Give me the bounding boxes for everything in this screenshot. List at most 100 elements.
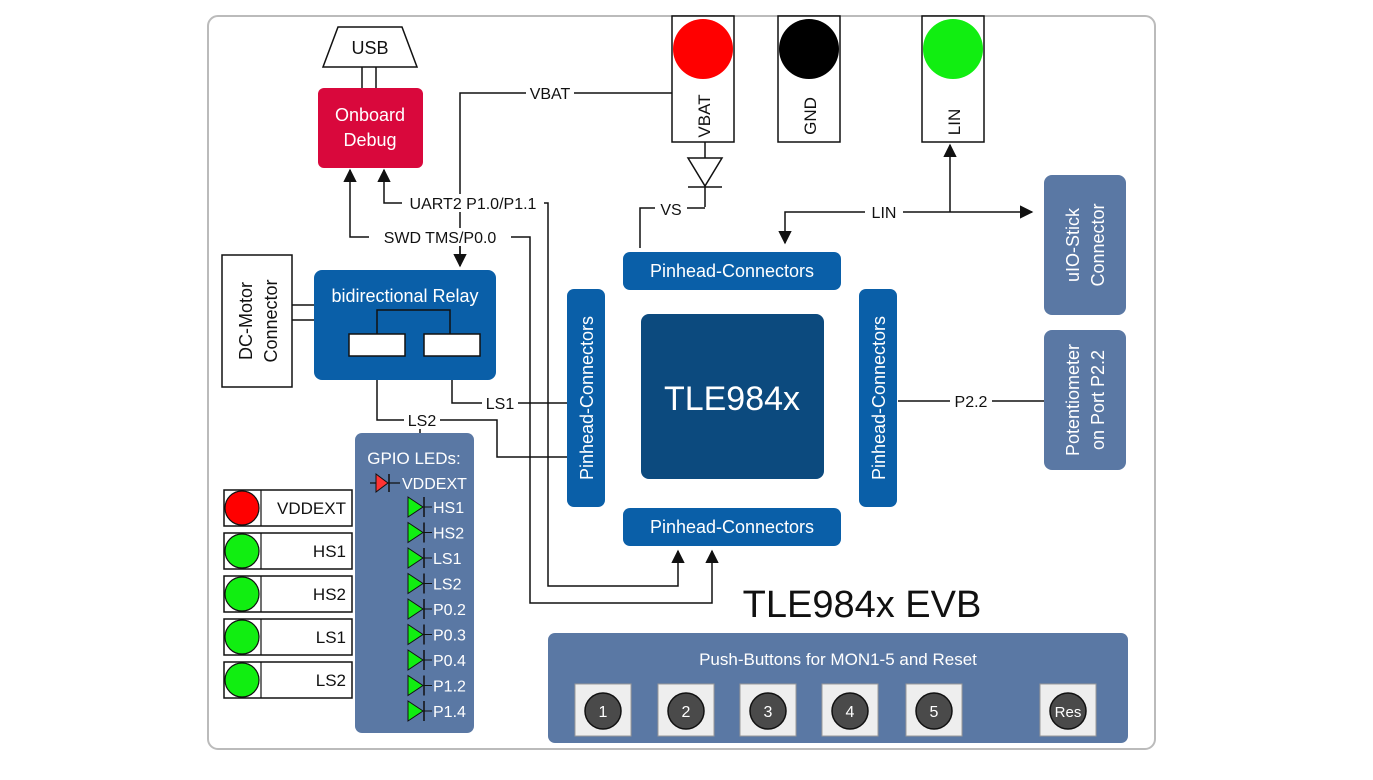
lin-wire-label: LIN	[872, 205, 897, 222]
push-button-label: 1	[599, 704, 608, 721]
gpio-led-label: HS2	[433, 526, 464, 543]
status-led-label: HS1	[313, 542, 346, 561]
push-button[interactable]: 5	[905, 683, 963, 737]
vbat-wire-label: VBAT	[530, 86, 571, 103]
gpio-led-row: HS1	[407, 496, 464, 518]
push-button[interactable]: 2	[657, 683, 715, 737]
lin-terminal: LIN	[921, 15, 985, 143]
gpio-leds-title: GPIO LEDs:	[367, 449, 461, 468]
uio-stick-line2: Connector	[1088, 203, 1108, 286]
gnd-black-dot	[779, 19, 839, 79]
gpio-led-row: LS1	[407, 547, 462, 569]
push-button-cap	[1049, 692, 1087, 730]
svg-text:Pinhead-Connectors: Pinhead-Connectors	[650, 517, 814, 537]
led-indicator-icon	[224, 533, 260, 569]
pinhead-connectors-right: Pinhead-Connectors	[859, 289, 897, 507]
pinhead-connectors-top: Pinhead-Connectors	[623, 252, 841, 290]
push-button[interactable]: 4	[821, 683, 879, 737]
gpio-led-row: HS2	[407, 521, 464, 544]
push-buttons-block: Push-Buttons for MON1-5 and Reset 1 2 3 4 5 R…	[548, 633, 1128, 743]
vbat-terminal: VBAT	[671, 15, 735, 143]
potentiometer-line2: on Port P2.2	[1088, 350, 1108, 450]
push-button-label: Res	[1055, 704, 1082, 721]
svg-text:Pinhead-Connectors: Pinhead-Connectors	[650, 261, 814, 281]
usb-connector: USB	[321, 26, 419, 68]
push-button-cap	[831, 692, 869, 730]
relay-block: bidirectional Relay	[314, 270, 496, 380]
status-led-row: VDDEXT	[223, 489, 353, 527]
gpio-led-row: P1.2	[407, 674, 466, 697]
led-diode-icon	[407, 572, 424, 595]
usb-label: USB	[351, 38, 388, 58]
push-button-cap	[667, 692, 705, 730]
uio-stick-line1: uIO-Stick	[1063, 207, 1083, 282]
gpio-led-row: LS2	[407, 572, 462, 595]
status-led-label: LS2	[316, 671, 346, 690]
gpio-led-row: P1.4	[407, 700, 466, 722]
svg-text:Pinhead-Connectors: Pinhead-Connectors	[869, 316, 889, 480]
ls2-wire-label: LS2	[408, 413, 437, 430]
push-button-label: 4	[846, 704, 855, 721]
led-indicator-icon	[224, 490, 260, 526]
svg-text:Pinhead-Connectors: Pinhead-Connectors	[577, 316, 597, 480]
board-title: TLE984x EVB	[743, 584, 982, 626]
gpio-led-label: P1.2	[433, 679, 466, 696]
status-led-label: HS2	[313, 585, 346, 604]
gnd-terminal-label: GND	[801, 97, 820, 135]
led-indicator-icon	[224, 619, 260, 655]
gpio-led-row: P0.2	[407, 598, 466, 620]
gpio-vddext-label: VDDEXT	[402, 476, 467, 493]
pinhead-connectors-left: Pinhead-Connectors	[567, 289, 605, 507]
relay-coil-left	[348, 333, 406, 357]
led-indicator-icon	[224, 576, 260, 612]
pinhead-connectors-bottom: Pinhead-Connectors	[623, 508, 841, 546]
led-diode-icon	[407, 598, 424, 620]
p22-wire-label: P2.2	[955, 394, 988, 411]
uio-stick-connector: uIO-Stick Connector	[1044, 175, 1126, 315]
potentiometer-line1: Potentiometer	[1063, 344, 1083, 456]
uart2-wire-label: UART2 P1.0/P1.1	[410, 196, 537, 213]
gpio-led-label: LS2	[433, 577, 462, 594]
push-button-cap	[915, 692, 953, 730]
gpio-led-row: P0.4	[407, 649, 466, 671]
push-buttons-title: Push-Buttons for MON1-5 and Reset	[699, 650, 977, 669]
push-button-label: 5	[930, 704, 939, 721]
led-diode-icon	[407, 649, 424, 671]
led-diode-icon	[407, 547, 424, 569]
vs-wire-label: VS	[660, 202, 681, 219]
dc-motor-line1: DC-Motor	[236, 282, 256, 360]
tle984x-chip: TLE984x	[641, 314, 824, 479]
gpio-led-label: P0.3	[433, 628, 466, 645]
led-diode-icon	[407, 700, 424, 722]
lin-green-dot	[923, 19, 983, 79]
gpio-leds-block: GPIO LEDs: VDDEXT HS1HS2LS1LS2P0.2P0.3P0…	[355, 433, 474, 733]
gpio-led-label: LS1	[433, 551, 462, 568]
push-button-cap	[749, 692, 787, 730]
ls1-wire-label: LS1	[486, 396, 515, 413]
led-diode-icon	[407, 623, 424, 646]
chip-label: TLE984x	[664, 380, 800, 418]
gpio-led-row: P0.3	[407, 623, 466, 646]
onboard-debug-block: Onboard Debug	[318, 88, 423, 168]
diode-icon	[686, 157, 724, 188]
push-button[interactable]: Res	[1039, 683, 1097, 737]
led-diode-icon	[407, 496, 424, 518]
gpio-led-label: P0.4	[433, 653, 466, 670]
lin-terminal-label: LIN	[945, 109, 964, 135]
dc-motor-line2: Connector	[261, 279, 281, 362]
gpio-led-label: HS1	[433, 500, 464, 517]
gpio-led-label: P0.2	[433, 602, 466, 619]
push-button-label: 3	[764, 704, 773, 721]
push-button-cap	[584, 692, 622, 730]
status-led-label: VDDEXT	[277, 499, 346, 518]
status-led-row: LS2	[223, 661, 353, 699]
dc-motor-connector: DC-Motor Connector	[221, 254, 293, 388]
onboard-debug-line2: Debug	[343, 130, 396, 150]
status-led-label: LS1	[316, 628, 346, 647]
status-led-row: LS1	[223, 618, 353, 656]
push-button[interactable]: 1	[574, 683, 632, 737]
push-button[interactable]: 3	[739, 683, 797, 737]
gpio-led-label: P1.4	[433, 704, 466, 721]
